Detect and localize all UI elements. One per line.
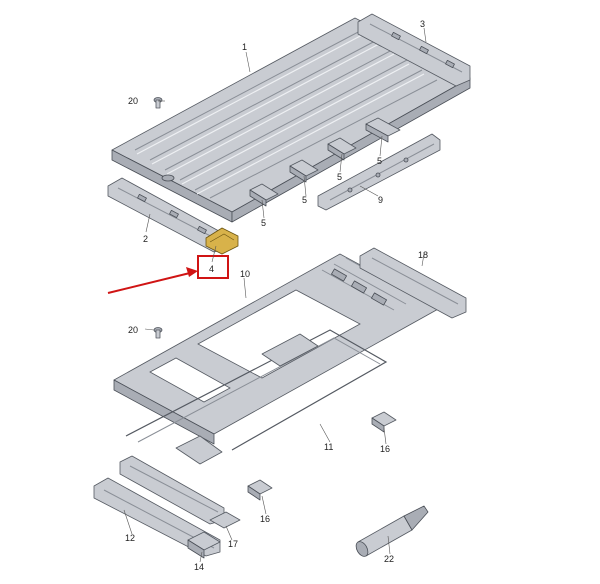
callout-1: 1 (242, 42, 247, 52)
callout-20b: 20 (128, 325, 138, 335)
callout-16b: 16 (260, 514, 270, 524)
callout-5d: 5 (377, 156, 382, 166)
callout-3: 3 (420, 19, 425, 29)
sunroof-frame (125, 329, 388, 465)
callout-18: 18 (418, 250, 428, 260)
callout-5b: 5 (302, 195, 307, 205)
screw-upper (153, 97, 163, 109)
callout-16a: 16 (380, 444, 390, 454)
roof-bow-3 (327, 137, 357, 161)
callout-labels: 1 2 3 4 5 5 5 5 9 10 11 12 14 16 16 17 1… (125, 19, 428, 572)
callout-5c: 5 (337, 172, 342, 182)
front-cross-member-upper (107, 177, 229, 253)
bracket-highlighted (197, 227, 239, 279)
red-pointer-arrow (107, 267, 198, 294)
highlight-box (197, 255, 229, 279)
side-rail (317, 133, 441, 211)
callout-17: 17 (228, 539, 238, 549)
callout-12: 12 (125, 533, 135, 543)
screw-lower (153, 327, 163, 339)
callout-14: 14 (194, 562, 204, 572)
roof-ribs (134, 29, 438, 199)
callout-5a: 5 (261, 218, 266, 228)
roof-bow-2 (289, 159, 319, 183)
callout-10: 10 (240, 269, 250, 279)
callout-9: 9 (378, 195, 383, 205)
leader-lines (123, 27, 427, 563)
callout-22: 22 (384, 554, 394, 564)
adhesive-cartridge (355, 505, 429, 557)
rear-cross-member-lower (359, 247, 467, 319)
callout-20a: 20 (128, 96, 138, 106)
bracket-16-upper (371, 411, 397, 433)
callout-11: 11 (324, 442, 333, 452)
bracket-14 (187, 531, 221, 559)
bracket-17 (209, 511, 241, 529)
bracket-16-lower (247, 479, 273, 501)
roof-panel-sunroof (113, 253, 441, 445)
roof-bow-4 (365, 117, 401, 143)
callout-2: 2 (143, 234, 148, 244)
rear-cross-member-upper (357, 13, 471, 87)
callout-4: 4 (209, 264, 214, 274)
